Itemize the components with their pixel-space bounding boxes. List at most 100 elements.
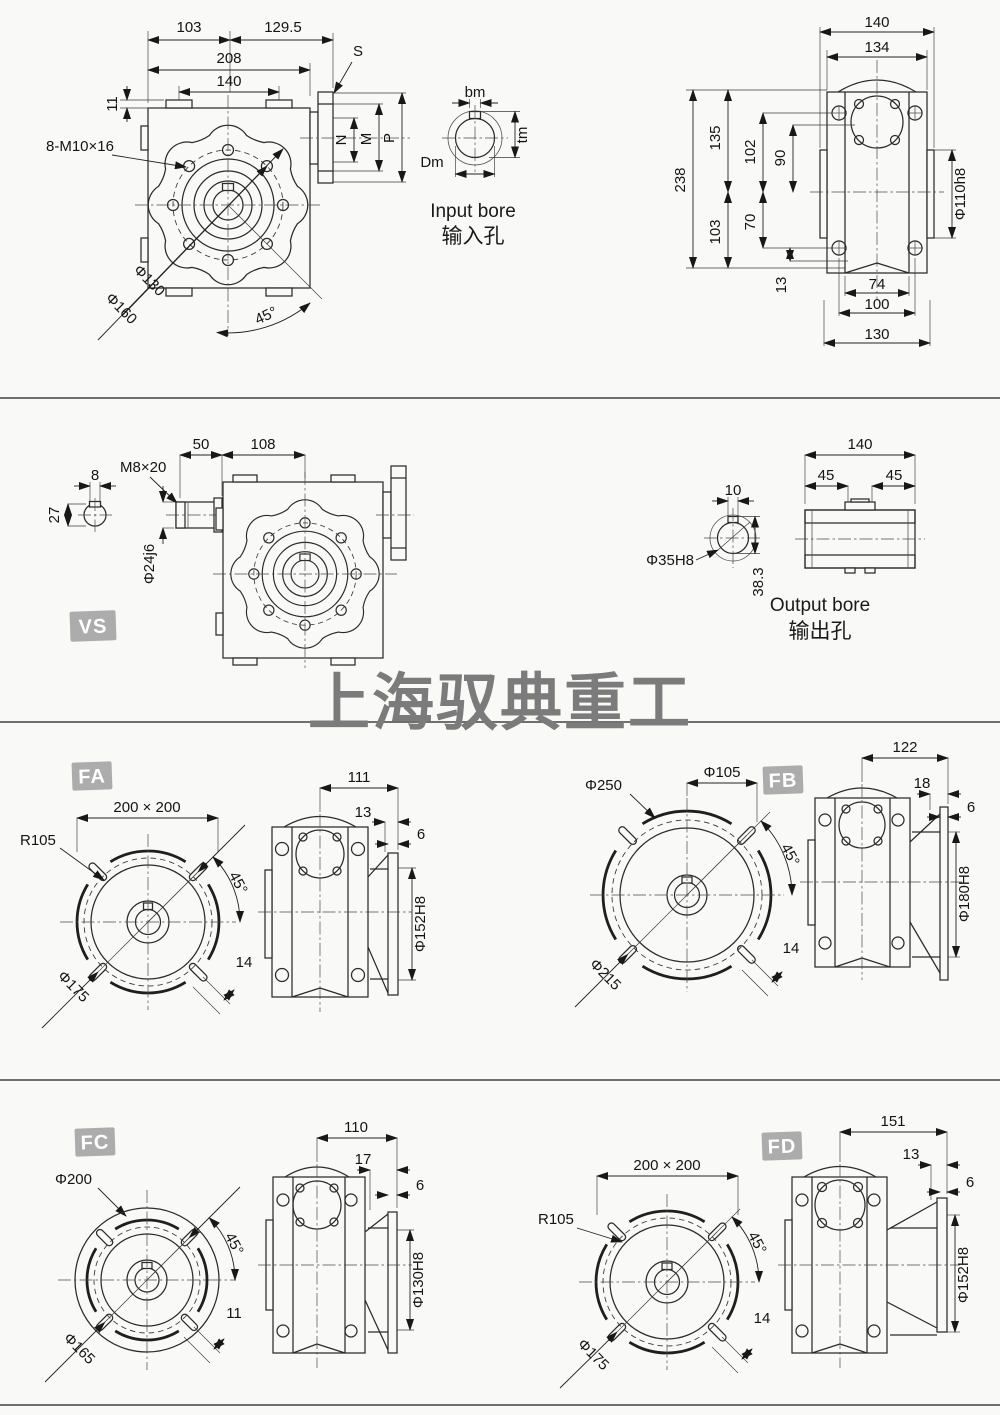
- fd-dim-14: 14: [754, 1310, 771, 1327]
- fb-dim-18: 18: [914, 775, 931, 792]
- dim-tm: tm: [514, 127, 531, 144]
- fd-dim-phi152h8: Φ152H8: [955, 1247, 972, 1303]
- fa-dim-6: 6: [417, 826, 425, 843]
- fd-flange-side: 151 13 6 Φ152H8: [778, 1113, 974, 1368]
- fa-dim-13: 13: [355, 804, 372, 821]
- callout-m8x20: M8×20: [120, 459, 166, 476]
- output-bore-diagram: 10 Φ35H8 38.3 140 45: [646, 436, 925, 643]
- section-fa-fb: FA 200 × 200 R105 45°: [20, 739, 975, 1029]
- dim-38-3: 38.3: [750, 567, 767, 596]
- fb-flange-front: FB Φ250 Φ105 45° Φ215: [574, 764, 804, 1008]
- fd-stamp-label: FD: [767, 1136, 796, 1159]
- fc-dim-phi200: Φ200: [55, 1171, 92, 1188]
- fb-dim-phi250: Φ250: [585, 777, 622, 794]
- fa-dim-phi175: Φ175: [54, 968, 92, 1006]
- fc-stamp-label: FC: [80, 1132, 109, 1155]
- dim-135: 135: [707, 125, 724, 150]
- fb-dim-45deg: 45°: [777, 841, 803, 869]
- dim-238: 238: [672, 167, 689, 192]
- fb-dim-14: 14: [783, 940, 800, 957]
- input-bore-title: Input bore: [430, 201, 516, 222]
- fb-flange-side: 122 18 6 Φ180H8: [800, 739, 975, 981]
- dim-13: 13: [773, 277, 790, 294]
- input-bore-diagram: bm tm Dm Input bore 输入孔: [420, 84, 531, 248]
- fc-dim-17: 17: [355, 1151, 372, 1168]
- dim-140: 140: [847, 436, 872, 453]
- fd-dim-45deg: 45°: [744, 1229, 770, 1257]
- dim-100: 100: [864, 296, 889, 313]
- fd-stamp: FD: [761, 1131, 803, 1161]
- bolt-holes: [831, 105, 923, 256]
- separator-3: [0, 1079, 1000, 1081]
- gearbox-side-view: 140 134 238 135 102 90 103 70 13 7: [672, 14, 969, 347]
- fc-dim-45deg: 45°: [221, 1230, 247, 1258]
- fa-dim-111: 111: [348, 769, 371, 786]
- dim-bm: bm: [465, 84, 486, 101]
- watermark: 上海驭典重工: [307, 666, 693, 739]
- vs-stamp-label: VS: [78, 616, 107, 639]
- fd-flange-front: FD 200 × 200 R105 45° Φ175: [538, 1131, 803, 1389]
- hollow-shaft-section: [795, 498, 925, 574]
- dim-11: 11: [104, 96, 121, 112]
- fa-dim-14: 14: [236, 954, 253, 971]
- output-bore-title-zh: 输出孔: [789, 620, 852, 643]
- dim-74: 74: [869, 276, 886, 293]
- separator-1: [0, 397, 1000, 399]
- dim-208: 208: [216, 50, 241, 67]
- dim-102: 102: [742, 139, 759, 164]
- dim-129-5: 129.5: [264, 19, 302, 36]
- section-fc-fd: FC Φ200 45° Φ165: [44, 1113, 974, 1389]
- fd-dim-6: 6: [966, 1174, 974, 1191]
- dim-phi110h8: Φ110h8: [952, 168, 969, 221]
- dim-n: N: [333, 135, 350, 146]
- fd-dim-r105: R105: [538, 1211, 574, 1228]
- fa-dim-phi152h8: Φ152H8: [412, 896, 429, 952]
- fb-dim-phi215: Φ215: [586, 956, 624, 994]
- fb-stamp: FB: [762, 765, 804, 795]
- fc-dim-6: 6: [416, 1177, 424, 1194]
- vs-version-view: 8 27 M8×20: [46, 436, 414, 668]
- fa-dim-r105: R105: [20, 832, 56, 849]
- fb-dim-phi180h8: Φ180H8: [956, 866, 973, 922]
- dim-134: 134: [864, 39, 889, 56]
- fc-dim-phi165: Φ165: [60, 1330, 98, 1368]
- fc-dim-phi130h8: Φ130H8: [410, 1252, 427, 1308]
- fb-dim-phi105: Φ105: [704, 764, 741, 781]
- dim-phi160: Φ160: [102, 290, 140, 328]
- fa-dim-200x200: 200 × 200: [113, 799, 180, 816]
- separator-2: [0, 721, 1000, 723]
- fa-stamp: FA: [71, 761, 113, 791]
- separator-4: [0, 1404, 1000, 1406]
- fd-dim-200x200: 200 × 200: [633, 1157, 700, 1174]
- section-top-views: S 103 129.5 208 140 11 8-M10×16: [46, 14, 969, 347]
- fc-flange-front: FC Φ200 45° Φ165: [44, 1127, 247, 1383]
- dim-90: 90: [772, 150, 789, 167]
- dim-phi24j6: Φ24j6: [141, 544, 158, 584]
- label-s: S: [353, 43, 363, 60]
- dim-27: 27: [46, 507, 63, 524]
- dim-108: 108: [250, 436, 275, 453]
- fc-dim-110: 110: [344, 1119, 368, 1136]
- vs-stamp: VS: [69, 610, 117, 642]
- dim-50: 50: [193, 436, 210, 453]
- fd-dim-151: 151: [880, 1113, 905, 1130]
- fc-stamp: FC: [74, 1127, 116, 1157]
- dim-45deg: 45°: [252, 303, 280, 328]
- dim-10: 10: [725, 482, 742, 499]
- dim-130: 130: [864, 326, 889, 343]
- dim-103b: 103: [707, 219, 724, 244]
- dim-m: M: [358, 133, 375, 146]
- dim-140: 140: [216, 73, 241, 90]
- fa-flange-front: FA 200 × 200 R105 45°: [20, 761, 253, 1029]
- fb-dim-6: 6: [967, 799, 975, 816]
- fc-flange-side: 110 17 6 Φ130H8: [258, 1119, 427, 1368]
- section-vs-output: 8 27 M8×20: [46, 436, 925, 668]
- dim-8: 8: [91, 467, 99, 484]
- gearbox-front-view: S 103 129.5 208 140 11 8-M10×16: [46, 19, 410, 341]
- dim-p: P: [381, 133, 398, 143]
- fc-dim-11: 11: [226, 1305, 242, 1322]
- fb-dim-122: 122: [892, 739, 917, 756]
- fd-dim-13: 13: [903, 1146, 920, 1163]
- input-bore-title-zh: 输入孔: [442, 225, 505, 248]
